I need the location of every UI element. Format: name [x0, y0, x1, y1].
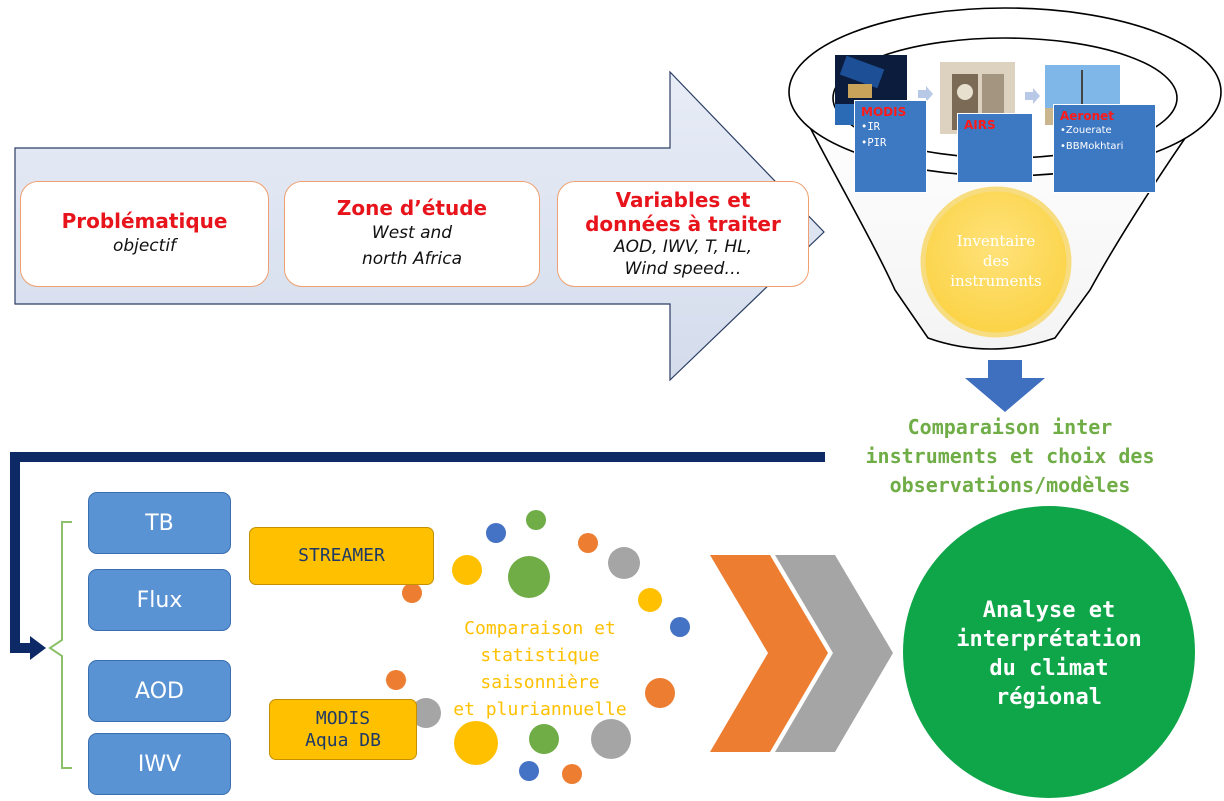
stats-line: et pluriannuelle — [453, 699, 627, 720]
variable-box-aod: AOD — [88, 660, 231, 722]
variable-box-iwv: IWV — [88, 733, 231, 795]
instrument-item: •Zouerate — [1060, 125, 1112, 136]
result-line: régional — [996, 685, 1102, 710]
comparison-line: Comparaison inter — [907, 415, 1113, 439]
orange-chevron — [710, 555, 828, 752]
result-circle — [903, 506, 1195, 798]
stage-line: Wind speed… — [624, 259, 742, 279]
variables-brace — [48, 521, 72, 769]
stats-line: Comparaison et — [464, 618, 616, 639]
inventory-line: Inventaire — [956, 232, 1036, 250]
instrument-card-modis: MODIS •IR •PIR — [854, 100, 927, 193]
source-line: Aqua DB — [305, 729, 381, 751]
flow-connector-arrowhead — [30, 636, 46, 660]
variable-label: Flux — [136, 587, 183, 613]
photo-arrow-1 — [918, 86, 933, 102]
stage-problematique: Problématique objectif — [20, 181, 269, 287]
instrument-name: AIRS — [964, 118, 996, 132]
stats-label: Comparaison et statistique saisonnière e… — [420, 615, 660, 723]
flow-connector-line — [10, 452, 825, 653]
source-box-streamer: STREAMER — [249, 527, 434, 585]
result-label: Analyse et interprétation du climat régi… — [929, 596, 1169, 712]
stage-title: Zone d’étude — [336, 196, 488, 220]
source-line: STREAMER — [298, 545, 385, 566]
inventory-label: Inventaire des instruments — [926, 231, 1066, 291]
stage-line: north Africa — [361, 249, 463, 269]
stage-line: AOD, IWV, T, HL, — [613, 237, 753, 257]
variable-label: TB — [145, 510, 174, 536]
source-line: MODIS — [315, 707, 371, 729]
instrument-item: •IR — [861, 121, 880, 133]
stage-zone-etude: Zone d’étude West and north Africa — [284, 181, 540, 287]
stage-line: objectif — [112, 236, 177, 256]
instrument-item: •PIR — [861, 137, 887, 149]
photo-arrow-2 — [1025, 88, 1040, 104]
variable-label: IWV — [137, 751, 182, 777]
instrument-item: •BBMokhtari — [1060, 141, 1124, 152]
result-line: du climat — [989, 656, 1109, 681]
comparison-line: instruments et choix des — [865, 444, 1155, 468]
instrument-name: Aeronet — [1060, 109, 1115, 123]
inventory-line: des — [982, 252, 1010, 270]
stage-line: West and — [371, 223, 453, 243]
instrument-name: MODIS — [861, 105, 907, 119]
down-arrow — [965, 360, 1045, 412]
variable-box-tb: TB — [88, 492, 231, 554]
variable-box-flux: Flux — [88, 569, 231, 631]
gray-chevron — [775, 555, 893, 752]
comparison-line: observations/modèles — [889, 473, 1131, 497]
stage-title: Problématique — [61, 209, 228, 233]
instrument-card-aeronet: Aeronet •Zouerate •BBMokhtari — [1053, 104, 1156, 193]
inventory-circle — [920, 186, 1072, 338]
source-box-modis-aqua: MODIS Aqua DB — [269, 699, 417, 760]
variable-label: AOD — [135, 678, 184, 704]
result-line: interprétation — [956, 627, 1142, 652]
instrument-card-airs: AIRS — [957, 113, 1033, 183]
inventory-line: instruments — [950, 272, 1042, 290]
stage-title: Variables et données à traiter — [585, 188, 781, 236]
dots-ring — [386, 510, 690, 784]
stage-variables: Variables et données à traiter AOD, IWV,… — [557, 181, 809, 287]
stats-line: statistique saisonnière — [480, 645, 600, 693]
result-line: Analyse et — [982, 598, 1116, 623]
comparison-label: Comparaison inter instruments et choix d… — [820, 413, 1200, 500]
